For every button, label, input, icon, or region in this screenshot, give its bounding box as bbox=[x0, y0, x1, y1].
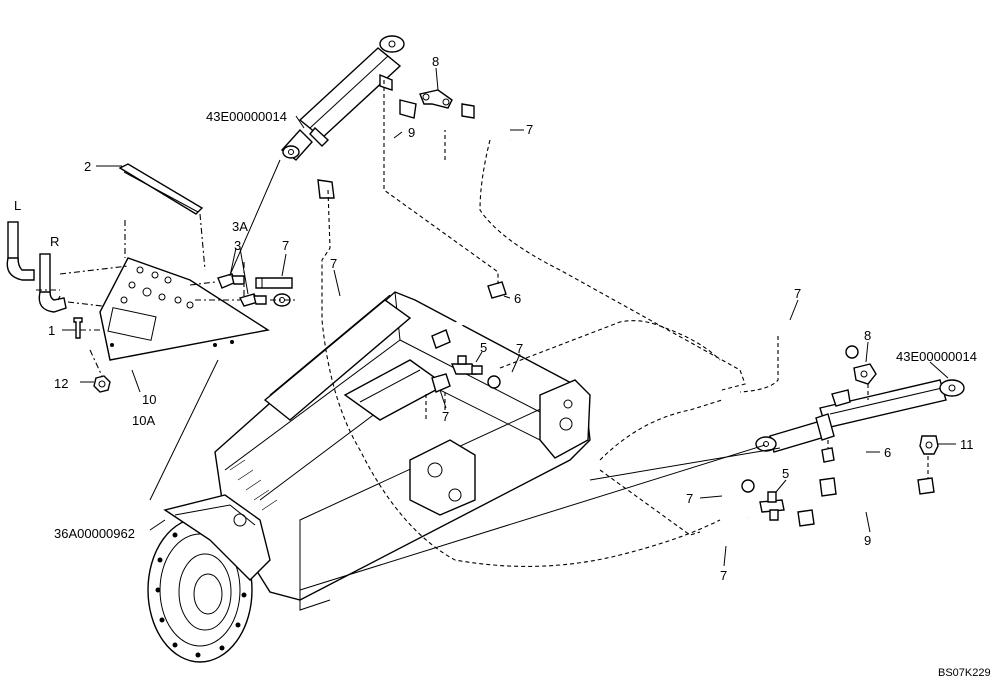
hose-9-right bbox=[797, 477, 935, 527]
hose-6-center bbox=[431, 281, 507, 349]
label-part-1: 1 bbox=[48, 323, 55, 338]
leader-lines bbox=[62, 67, 956, 567]
label-dir-l: L bbox=[14, 198, 21, 213]
label-part-5-right: 5 bbox=[782, 466, 789, 481]
fitting-7-right-low bbox=[719, 515, 751, 545]
label-cylinder-right: 43E00000014 bbox=[896, 349, 977, 364]
label-part-7-e: 7 bbox=[442, 409, 449, 424]
bolt-1 bbox=[73, 317, 83, 339]
callout-labels: L R 1 2 3A 3 7 7 8 9 7 6 5 7 7 12 10 10A… bbox=[14, 54, 991, 679]
label-dir-r: R bbox=[50, 234, 59, 249]
label-part-5-center: 5 bbox=[480, 340, 487, 355]
elbow-7-right-low bbox=[719, 479, 755, 506]
label-part-9-top: 9 bbox=[408, 125, 415, 140]
connector-3 bbox=[238, 293, 267, 307]
label-axle: 36A00000962 bbox=[54, 526, 135, 541]
fitting-7-center-b bbox=[487, 369, 531, 389]
elbow-8-top bbox=[419, 89, 453, 109]
label-part-8-top: 8 bbox=[432, 54, 439, 69]
bracket-2 bbox=[118, 163, 204, 215]
label-part-7-g: 7 bbox=[686, 491, 693, 506]
elbow-right-small bbox=[831, 389, 851, 407]
label-part-7-h: 7 bbox=[720, 568, 727, 583]
valve-plate bbox=[99, 257, 270, 361]
routing-lines bbox=[36, 80, 929, 591]
cylinder-top bbox=[280, 35, 405, 161]
fitting-7-center-a bbox=[431, 373, 451, 393]
axle-frame bbox=[147, 291, 591, 663]
tee-5-right bbox=[759, 491, 785, 521]
label-part-8-right: 8 bbox=[864, 328, 871, 343]
label-part-3: 3 bbox=[234, 238, 241, 253]
hose-6-right bbox=[819, 429, 868, 497]
label-part-7-f: 7 bbox=[794, 286, 801, 301]
cylinder-right bbox=[755, 379, 965, 453]
pipe-7-top bbox=[461, 103, 512, 142]
label-part-12: 12 bbox=[54, 376, 68, 391]
label-part-7-c: 7 bbox=[526, 122, 533, 137]
hose-9-top bbox=[317, 99, 417, 199]
label-part-9-right: 9 bbox=[864, 533, 871, 548]
label-part-6-right: 6 bbox=[884, 445, 891, 460]
tee-5-center bbox=[450, 355, 483, 375]
pipe-7-mid bbox=[255, 277, 293, 289]
label-cylinder-top: 43E00000014 bbox=[206, 109, 287, 124]
label-part-3a: 3A bbox=[232, 219, 248, 234]
fitting-l bbox=[6, 221, 35, 281]
label-part-7-d: 7 bbox=[516, 341, 523, 356]
label-part-7-a: 7 bbox=[282, 238, 289, 253]
label-part-6-center: 6 bbox=[514, 291, 521, 306]
elbow-8-right bbox=[853, 363, 877, 385]
label-part-10: 10 bbox=[142, 392, 156, 407]
nut-12 bbox=[93, 375, 111, 393]
elbow-pipe-7-mid bbox=[296, 297, 348, 321]
connector-3a bbox=[217, 273, 245, 289]
label-part-10a: 10A bbox=[132, 413, 155, 428]
label-part-7-b: 7 bbox=[330, 256, 337, 271]
label-part-2: 2 bbox=[84, 159, 91, 174]
pipe-7-right bbox=[781, 315, 859, 359]
fitting-11 bbox=[919, 435, 939, 455]
label-part-11: 11 bbox=[960, 437, 974, 452]
drawing-number: BS07K229 bbox=[938, 667, 991, 679]
fitting-r bbox=[38, 253, 67, 313]
